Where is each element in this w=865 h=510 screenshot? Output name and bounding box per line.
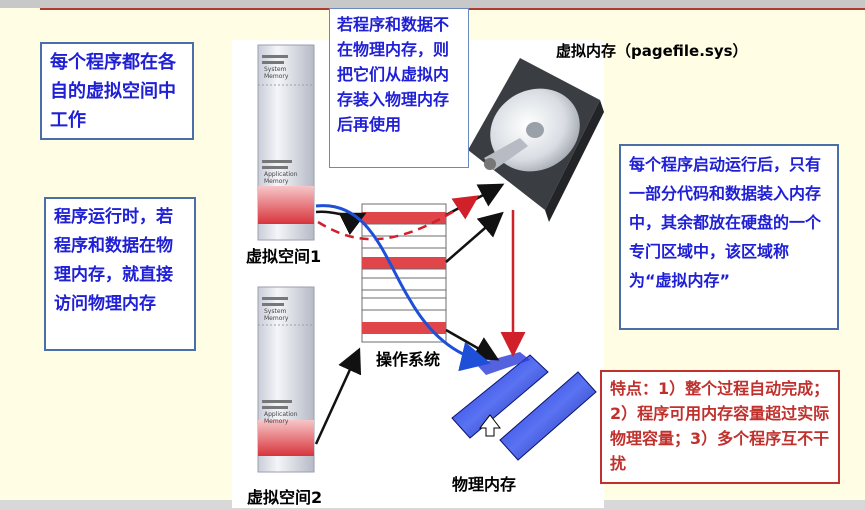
virtual-memory-label: 虚拟内存（pagefile.sys）: [556, 42, 748, 60]
ram-modules-icon: [451, 352, 597, 461]
system-memory-label-1: System Memory: [264, 66, 289, 80]
note-each-program: 每个程序都在各自的虚拟空间中工作: [40, 42, 194, 140]
os-label: 操作系统: [376, 350, 441, 369]
note-startup: 每个程序启动运行后，只有一部分代码和数据装入内存中，其余都放在硬盘的一个专门区域…: [619, 144, 839, 330]
application-memory-label-2: Application Memory: [264, 411, 298, 425]
application-memory-label-1: Application Memory: [264, 171, 298, 185]
virtual-space-1-label: 虚拟空间1: [246, 247, 322, 266]
move-cursor-icon: [478, 414, 502, 437]
arrows: [314, 183, 526, 445]
virtual-space-2-column: [257, 286, 315, 473]
note-not-in-memory: 若程序和数据不在物理内存，则把它们从虚拟内存装入物理内存后再使用: [329, 8, 469, 168]
note-in-memory: 程序运行时，若程序和数据在物理内存，就直接访问物理内存: [44, 197, 196, 351]
os-page-table: [361, 203, 447, 343]
virtual-space-2-label: 虚拟空间2: [247, 488, 323, 507]
system-memory-label-2: System Memory: [264, 308, 289, 322]
top-bar: [0, 0, 865, 8]
hard-disk-icon: [468, 58, 604, 222]
virtual-space-1-column: [257, 44, 315, 241]
physical-memory-label: 物理内存: [452, 475, 517, 494]
note-features: 特点：1）整个过程自动完成；2）程序可用内存容量超过实际物理容量；3）多个程序互…: [600, 370, 840, 484]
